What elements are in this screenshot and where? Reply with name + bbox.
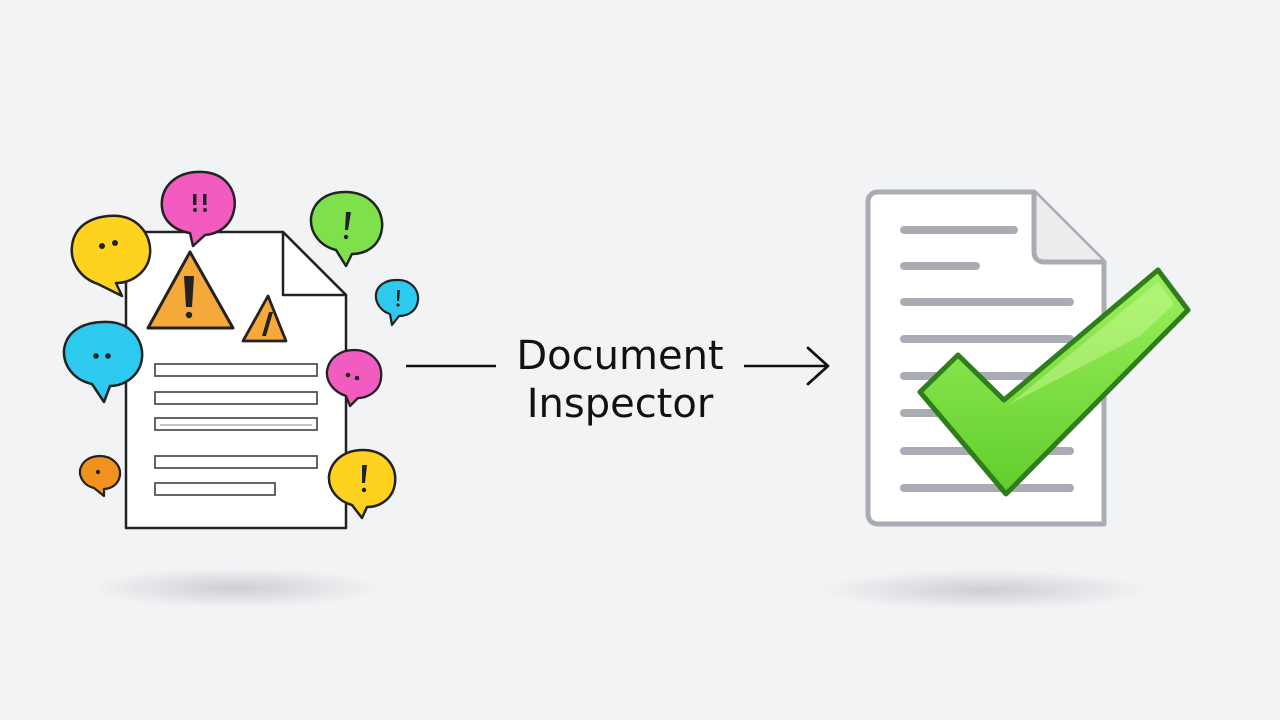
speech-bubble-icon-blue-small bbox=[374, 278, 420, 327]
speech-bubble-icon-green bbox=[309, 190, 384, 268]
label-line-1: Document bbox=[516, 333, 724, 379]
cluttered-document-icon bbox=[124, 230, 348, 530]
document-inspector-label: Document Inspector bbox=[470, 332, 770, 428]
warning-icon bbox=[146, 250, 235, 330]
warning-icon-small bbox=[241, 294, 288, 343]
speech-bubble-icon-orange bbox=[78, 454, 122, 498]
speech-bubble-icon-blue bbox=[62, 320, 144, 404]
label-line-2: Inspector bbox=[526, 381, 714, 427]
checkmark-icon bbox=[917, 267, 1191, 497]
connector-arrow bbox=[406, 346, 830, 386]
speech-bubble-icon-pink-small bbox=[325, 348, 383, 408]
right-ground-shadow bbox=[820, 570, 1150, 610]
speech-bubble-icon-yellow bbox=[70, 214, 152, 298]
text-line-placeholders bbox=[154, 363, 318, 496]
speech-bubble-icon-yellow-bottom bbox=[327, 448, 397, 520]
left-ground-shadow bbox=[90, 568, 380, 608]
speech-bubble-icon-pink bbox=[160, 170, 236, 248]
